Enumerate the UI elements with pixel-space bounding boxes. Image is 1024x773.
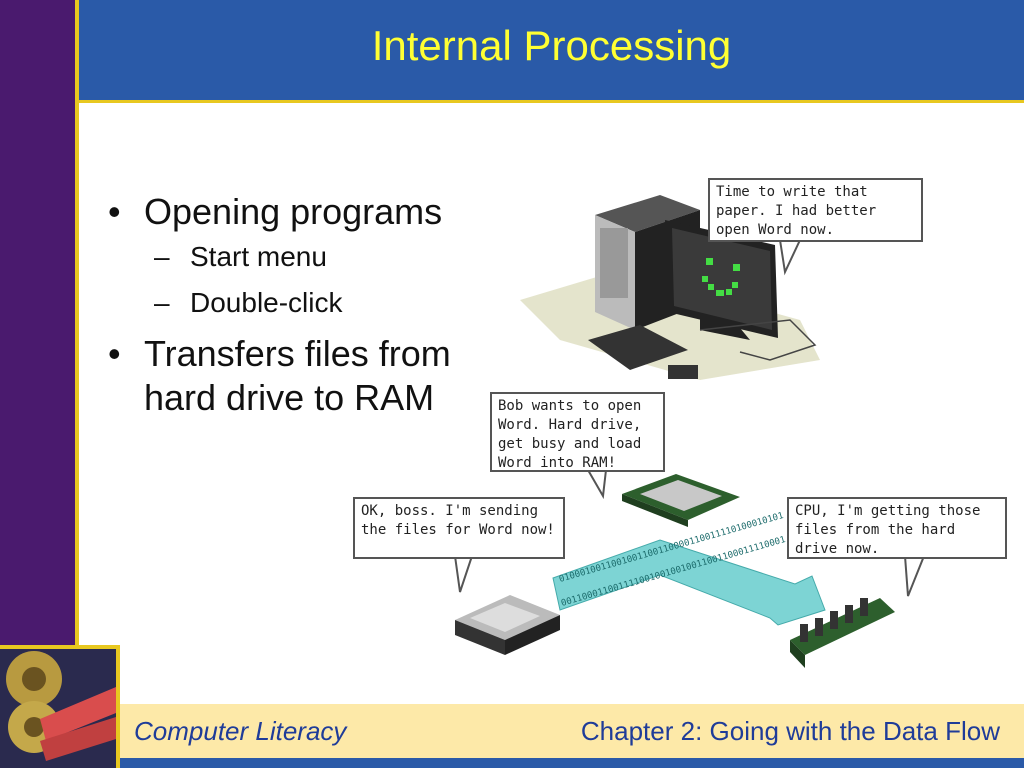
cpu-chip — [622, 474, 740, 527]
bubble-tail-computer — [778, 239, 802, 276]
bullet-list: • Opening programs – Start menu – Double… — [108, 190, 508, 420]
footer-course-title: Computer Literacy — [134, 716, 347, 746]
title-bar: Internal Processing — [79, 0, 1024, 100]
bubble-tail-hard-drive — [453, 555, 474, 593]
smiley-face-icon — [702, 258, 740, 296]
bullet-item-2: • Transfers files from hard drive to RAM — [108, 332, 508, 420]
ticket-roll-icon — [6, 651, 116, 761]
data-flow-arrow — [552, 539, 826, 626]
bullet-dot: • — [108, 191, 121, 232]
hard-drive — [455, 595, 560, 655]
dash: – — [154, 241, 170, 272]
dash: – — [154, 287, 170, 318]
mouse — [668, 365, 698, 379]
cable — [699, 319, 817, 361]
sub-bullet-text-1: Start menu — [190, 241, 327, 272]
gold-divider-horizontal — [79, 100, 1024, 103]
bubble-tail-cpu — [586, 469, 608, 500]
speech-bubble-hard-drive: OK, boss. I'm sending the files for Word… — [353, 497, 565, 559]
left-sidebar-band — [0, 0, 75, 645]
computer-monitor — [665, 220, 778, 340]
bullet-text-2: Transfers files from hard drive to RAM — [144, 333, 451, 418]
speech-bubble-cpu: Bob wants to open Word. Hard drive, get … — [490, 392, 665, 472]
corner-film-art — [0, 645, 120, 768]
sub-bullet-2: – Double-click — [108, 280, 508, 326]
bullet-text-1: Opening programs — [144, 191, 443, 232]
ram-stick — [790, 598, 895, 668]
speech-bubble-computer: Time to write that paper. I had better o… — [708, 178, 923, 242]
bottom-band — [120, 758, 1024, 768]
sub-bullet-1: – Start menu — [108, 234, 508, 280]
bullet-item-1: • Opening programs — [108, 190, 508, 234]
footer-bar: Computer Literacy Chapter 2: Going with … — [120, 704, 1024, 758]
sub-bullet-text-2: Double-click — [190, 287, 343, 318]
bullet-dot: • — [108, 333, 121, 374]
footer-chapter-title: Chapter 2: Going with the Data Flow — [580, 716, 1000, 746]
keyboard — [588, 325, 688, 370]
speech-bubble-ram: CPU, I'm getting those files from the ha… — [787, 497, 1007, 559]
gold-divider-vertical — [75, 0, 79, 645]
bubble-tail-ram — [903, 555, 926, 597]
slide-title: Internal Processing — [371, 22, 732, 69]
